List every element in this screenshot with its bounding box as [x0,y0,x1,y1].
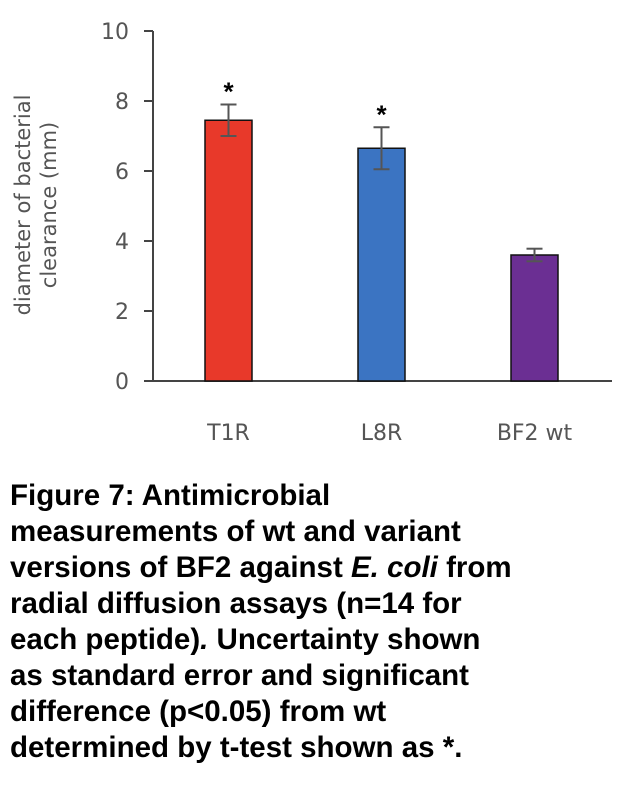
error-bars [220,103,543,263]
y-tick-label: 4 [115,230,129,255]
caption-line-3-pre: versions of BF2 against [10,551,351,584]
caption-line-3-post: from [437,551,512,584]
caption-line-4: radial diffusion assays (n=14 for [10,587,462,620]
caption-species: E. coli [350,551,438,584]
y-axis-ticks: 0 2 4 6 8 10 [101,20,153,395]
y-axis-label: diameter of bacterial clearance (mm) [11,95,61,316]
figure-caption: Figure 7: Antimicrobial measurements of … [10,478,610,766]
caption-line-5-pre: each peptide) [10,623,201,656]
significance-markers: ** [223,77,387,130]
significance-asterisk: * [376,99,387,129]
significance-asterisk: * [223,77,234,107]
caption-line-2: measurements of wt and variant [10,515,461,548]
x-tick-label: T1R [206,421,250,446]
bar-chart: diameter of bacterial clearance (mm) 0 2 4… [11,20,612,446]
y-tick-label: 0 [115,370,129,395]
x-tick-label: L8R [361,421,403,446]
caption-line-7: difference (p<0.05) from wt [10,695,387,728]
bar-bf2-wt [510,254,559,382]
caption-line-5-dot: . [200,623,209,656]
caption-line-1: Figure 7: Antimicrobial [10,479,331,512]
y-axis-label-line-1: diameter of bacterial [11,95,35,316]
x-tick-label: BF2 wt [497,421,573,446]
x-axis-tick-labels: T1R L8R BF2 wt [206,421,572,446]
bar-l8r [357,147,406,382]
bar-t1r [204,119,253,382]
y-axis-label-line-2: clearance (mm) [37,122,61,288]
y-tick-label: 10 [101,20,129,45]
y-tick-label: 8 [115,90,129,115]
caption-line-5-post: Uncertainty shown [208,623,481,656]
y-tick-label: 2 [115,300,129,325]
caption-line-8: determined by t-test shown as *. [10,731,463,764]
bars [204,119,559,382]
y-tick-label: 6 [115,160,129,185]
caption-line-6: as standard error and significant [10,659,470,692]
